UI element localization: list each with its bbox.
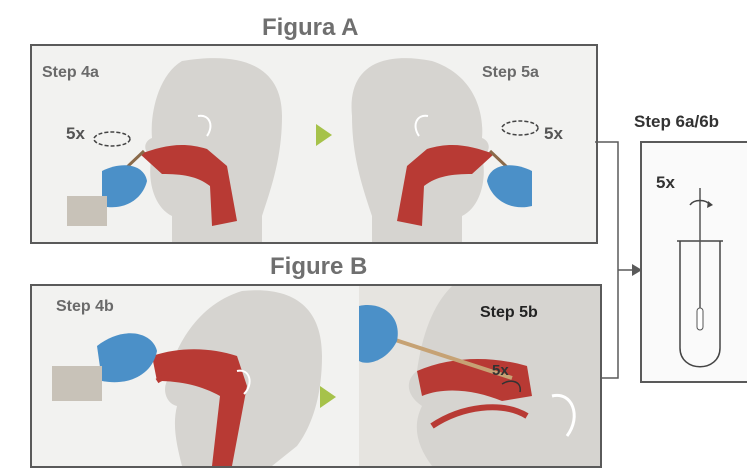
- tube-panel: 5x: [640, 141, 747, 383]
- count-6: 5x: [656, 173, 675, 193]
- step-6-title: Step 6a/6b: [634, 112, 719, 132]
